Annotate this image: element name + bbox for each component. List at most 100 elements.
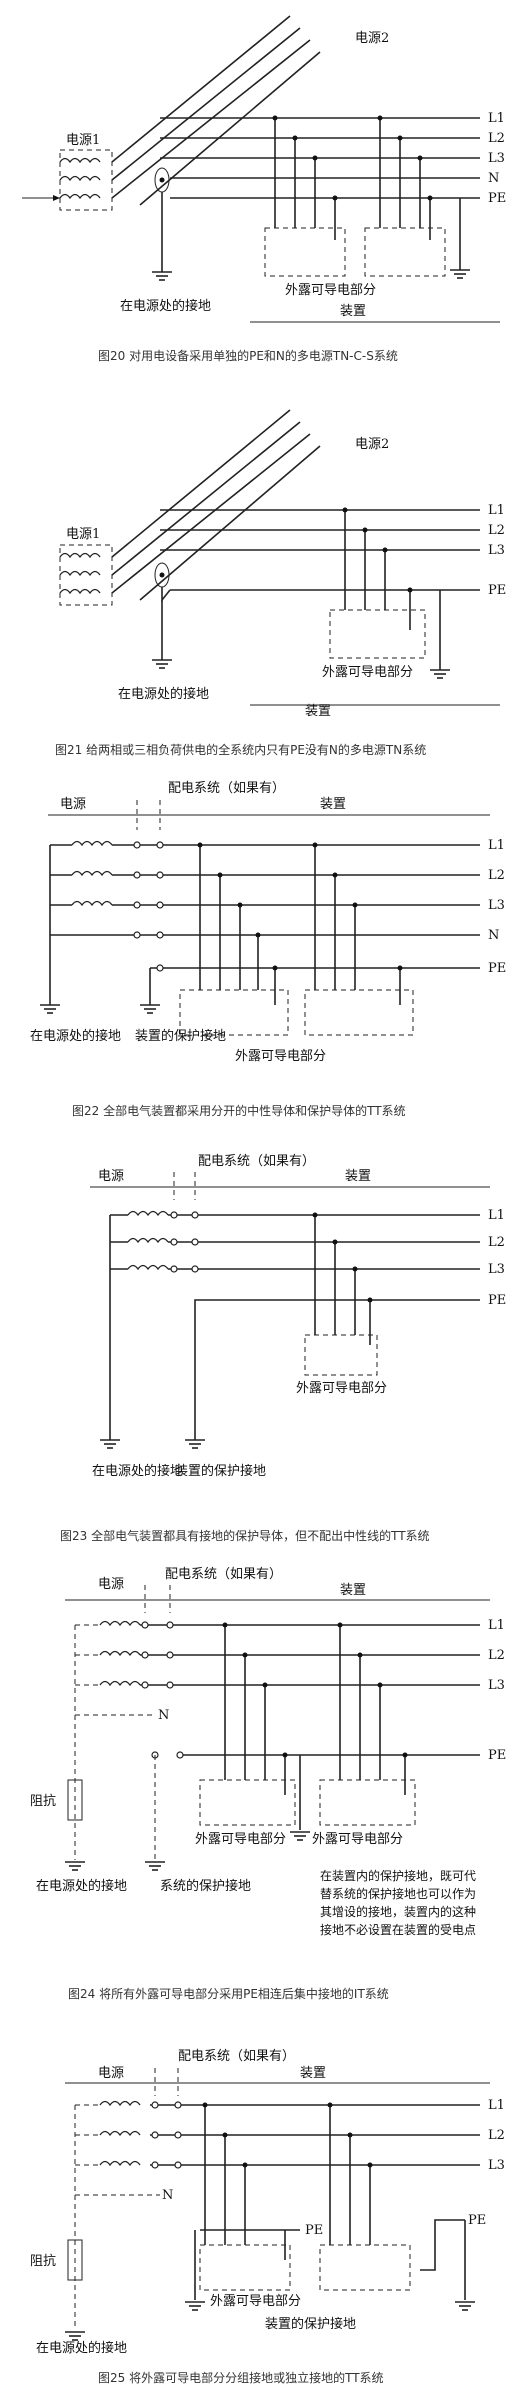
exposed-label: 外露可导电部分 [322, 665, 413, 680]
label-L1: L1 [488, 1208, 505, 1223]
coil [59, 175, 101, 182]
label-L2: L2 [488, 523, 505, 538]
exposed-part-2 [319, 2244, 411, 2291]
label-L3: L3 [488, 543, 505, 558]
label-PE-individual: PE [468, 2213, 486, 2228]
label-L2: L2 [488, 868, 505, 883]
note-line-1: 在装置内的保护接地，既可代 [320, 1868, 476, 1883]
figure-20: 电源1 电源2 L1 L2 L3 N PE [22, 15, 506, 363]
installation-label: 装置 [300, 2066, 326, 2081]
diag-line [111, 27, 301, 181]
earth-at-source-label: 在电源处的接地 [118, 686, 209, 702]
coil [59, 157, 101, 164]
figure-24: 电源 配电系统（如果有） 装置 N 阻抗 L1 L2 L3 PE [30, 1566, 506, 2001]
distribution-label: 配电系统（如果有） [178, 2048, 295, 2064]
exposed-label: 外露可导电部分 [285, 283, 376, 298]
exposed-label: 外露可导电部分 [195, 1832, 286, 1847]
label-PE: PE [488, 961, 506, 976]
earth-at-source-label: 在电源处的接地 [30, 1028, 121, 1044]
earth-symbol [151, 271, 173, 281]
exposed-label: 外露可导电部分 [235, 1049, 326, 1064]
label-L1: L1 [488, 111, 505, 126]
label-N: N [488, 171, 499, 186]
distribution-label: 配电系统（如果有） [168, 780, 285, 796]
caption: 图24 将所有外露可导电部分采用PE相连后集中接地的IT系统 [68, 1986, 389, 2001]
impedance [67, 1779, 83, 1821]
note-line-2: 替系统的保护接地也可以作为 [320, 1886, 476, 1901]
coil [59, 193, 101, 200]
diag-line [111, 15, 291, 163]
diag-line [111, 39, 311, 199]
installation-label: 装置 [340, 304, 366, 319]
note-line-3: 其增设的接地，装置内的这种 [320, 1904, 476, 1919]
note-line-4: 接地不必设置在装置的受电点 [320, 1922, 476, 1937]
earth-protective-label: 装置的保护接地 [135, 1028, 226, 1044]
label-L1: L1 [488, 838, 505, 853]
impedance [67, 2239, 83, 2281]
source2-label: 电源2 [355, 31, 389, 46]
impedance-label: 阻抗 [30, 2254, 56, 2269]
caption: 图25 将外露可导电部分分组接地或独立接地的TT系统 [98, 2370, 384, 2385]
label-PE: PE [488, 1293, 506, 1308]
installation-label: 装置 [340, 1583, 366, 1598]
distribution-label: 配电系统（如果有） [198, 1153, 315, 1169]
label-L3: L3 [488, 1262, 505, 1277]
label-L2: L2 [488, 1648, 505, 1663]
label-PE-group: PE [305, 2223, 323, 2238]
source1-label: 电源1 [66, 527, 100, 542]
label-L2: L2 [488, 131, 505, 146]
earth-protective-label: 装置的保护接地 [175, 1463, 266, 1479]
caption: 图20 对用电设备采用单独的PE和N的多电源TN-C-S系统 [98, 348, 398, 363]
exposed-part-1 [264, 227, 346, 277]
label-L1: L1 [488, 2098, 505, 2113]
label-PE: PE [488, 1748, 506, 1763]
label-N: N [488, 928, 499, 943]
exposed-label-2: 外露可导电部分 [312, 1832, 403, 1847]
N-label: N [158, 1708, 169, 1723]
exposed-part [304, 1334, 378, 1376]
installation-label: 装置 [320, 797, 346, 812]
label-L3: L3 [488, 151, 505, 166]
exposed-part-1 [199, 2244, 291, 2291]
system-protective-label: 系统的保护接地 [160, 1878, 251, 1894]
source-label: 电源 [98, 2066, 124, 2081]
label-PE: PE [488, 191, 506, 206]
earth-at-source-label: 在电源处的接地 [120, 298, 211, 314]
figure-23: 电源 配电系统（如果有） 装置 L1 L2 L3 PE 外露可导电部分 在电源处… [60, 1153, 506, 1543]
caption: 图21 给两相或三相负荷供电的全系统内只有PE没有N的多电源TN系统 [55, 742, 426, 757]
source2-label: 电源2 [355, 437, 389, 452]
label-L3: L3 [488, 2158, 505, 2173]
caption: 图22 全部电气装置都采用分开的中性导体和保护导体的TT系统 [72, 1103, 406, 1118]
exposed-label: 外露可导电部分 [210, 2294, 301, 2309]
exposed-label: 外露可导电部分 [296, 1381, 387, 1396]
label-L2: L2 [488, 1235, 505, 1250]
source1-label: 电源1 [66, 133, 100, 148]
figure-22: 电源 配电系统（如果有） 装置 L1 L2 L3 N PE [30, 780, 506, 1118]
earth-at-source-label: 在电源处的接地 [36, 1878, 127, 1894]
source-label: 电源 [60, 797, 86, 812]
installation-label: 装置 [345, 1169, 371, 1184]
label-L1: L1 [488, 503, 505, 518]
figure-25: 电源 配电系统（如果有） 装置 N 阻抗 L1 L2 L3 [30, 2048, 505, 2385]
distribution-label: 配电系统（如果有） [165, 1566, 282, 1582]
label-L1: L1 [488, 1618, 505, 1633]
exposed-part-1 [199, 1779, 296, 1826]
earth-at-source-label: 在电源处的接地 [36, 2340, 127, 2356]
label-PE: PE [488, 583, 506, 598]
label-L3: L3 [488, 898, 505, 913]
diag-line [139, 51, 321, 206]
protective-label: 装置的保护接地 [265, 2316, 356, 2332]
caption: 图23 全部电气装置都具有接地的保护导体，但不配出中性线的TT系统 [60, 1528, 430, 1543]
exposed-part-2 [304, 989, 414, 1036]
exposed-part-1 [179, 989, 289, 1036]
source-label: 电源 [98, 1169, 124, 1184]
impedance-label: 阻抗 [30, 1794, 56, 1809]
source-label: 电源 [98, 1577, 124, 1592]
figure-21: 电源1 电源2 L1 L2 L3 PE 外露可导电部分 在电源处的接地 装置 图… [55, 409, 506, 757]
exposed-part-2 [364, 227, 446, 277]
label-L3: L3 [488, 1678, 505, 1693]
exposed-part-2 [319, 1779, 416, 1826]
earth-at-source-label: 在电源处的接地 [92, 1463, 183, 1479]
exposed-part [329, 609, 426, 659]
